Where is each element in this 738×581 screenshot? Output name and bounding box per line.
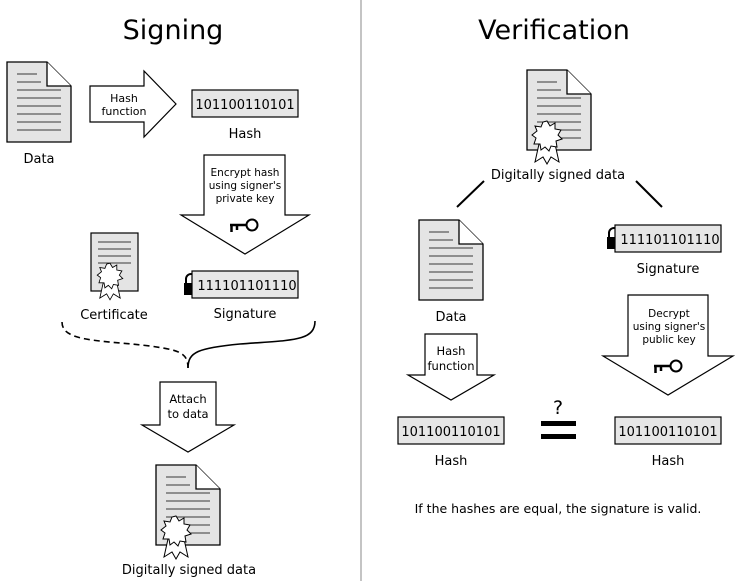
decrypt-label-line3: public key — [642, 334, 695, 346]
split-line-left — [456, 180, 485, 208]
verify-signed-data-label: Digitally signed data — [491, 168, 625, 183]
computed-hash-box — [397, 416, 505, 445]
verification-title: Verification — [478, 15, 630, 46]
signing-title: Signing — [123, 15, 224, 46]
data-document-icon — [6, 61, 72, 143]
signature-brace — [187, 320, 316, 369]
decrypt-label-line1: Decrypt — [648, 308, 690, 320]
verify-hash-function-arrow — [405, 333, 497, 401]
encrypt-label-line1: Encrypt hash — [211, 167, 280, 179]
decrypt-label-line2: using signer's — [633, 321, 706, 333]
attach-label-line2: to data — [167, 407, 208, 421]
question-mark: ? — [553, 397, 563, 419]
decrypt-arrow — [600, 294, 736, 396]
attach-label-line1: Attach — [169, 392, 206, 406]
verify-hash-function-line2: function — [428, 359, 475, 373]
split-line-right — [635, 180, 663, 208]
signed-document-icon — [156, 465, 220, 559]
hash-function-label-line1: Hash — [110, 92, 138, 105]
attach-arrow — [139, 381, 237, 453]
signature-value-box — [191, 270, 299, 299]
hash-value-box — [191, 89, 299, 118]
verify-signature-label: Signature — [637, 262, 700, 277]
verify-signed-document-icon — [527, 70, 591, 164]
verify-hash-function-line1: Hash — [437, 344, 466, 358]
verify-signature-value-box — [614, 224, 722, 253]
computed-hash-label: Hash — [435, 454, 468, 469]
signature-value: 111101101110 — [197, 279, 296, 294]
encrypt-hash-arrow — [178, 154, 312, 255]
equals-bar-bottom — [541, 434, 576, 439]
computed-hash-value: 101100110101 — [401, 425, 500, 440]
verify-data-label: Data — [435, 310, 466, 325]
hash-value: 101100110101 — [195, 98, 294, 113]
verify-signature-value: 111101101110 — [620, 233, 719, 248]
hash-function-label-line2: function — [102, 105, 147, 118]
equals-bar-top — [541, 421, 576, 426]
hash-label: Hash — [229, 127, 262, 142]
certificate-label: Certificate — [80, 308, 148, 323]
conclusion-text: If the hashes are equal, the signature i… — [415, 501, 702, 516]
encrypt-label-line2: using signer's — [209, 180, 282, 192]
signature-label: Signature — [214, 307, 277, 322]
data-label: Data — [23, 152, 54, 167]
decrypted-hash-box — [614, 416, 722, 445]
signed-data-label: Digitally signed data — [122, 563, 256, 578]
decrypted-hash-value: 101100110101 — [618, 425, 717, 440]
hash-function-arrow — [89, 69, 177, 139]
decrypted-hash-label: Hash — [652, 454, 685, 469]
certificate-brace — [61, 321, 189, 369]
certificate-icon — [90, 232, 139, 301]
verify-data-document-icon — [418, 219, 484, 301]
encrypt-label-line3: private key — [216, 193, 275, 205]
